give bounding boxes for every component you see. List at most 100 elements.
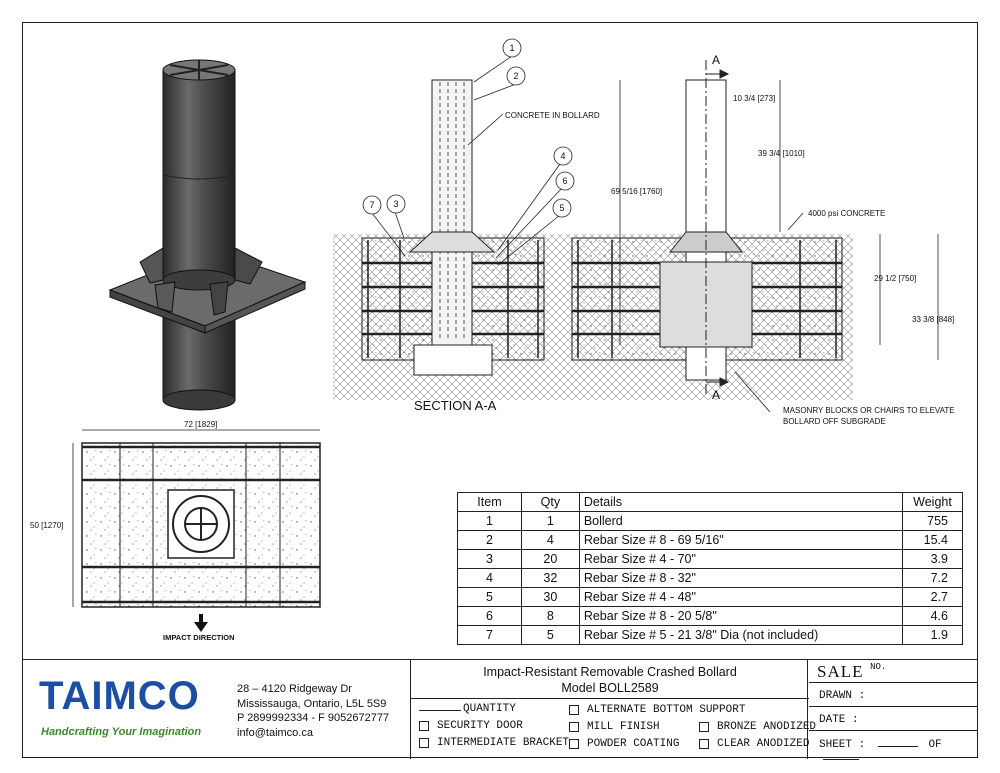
- col-qty: Qty: [520, 492, 580, 512]
- dim-depth-1: 29 1/2 [750]: [874, 274, 916, 283]
- section-view: [333, 60, 853, 400]
- cell-qty: 32: [520, 568, 580, 588]
- cell-qty: 8: [520, 606, 580, 626]
- balloon-3: 3: [393, 199, 398, 209]
- sale-label: SALE: [817, 662, 864, 681]
- cell-weight: 7.2: [902, 568, 963, 588]
- cell-item: 2: [457, 530, 522, 550]
- option-bronze-anodized[interactable]: BRONZE ANODIZED: [699, 721, 816, 733]
- date-field[interactable]: DATE :: [809, 707, 978, 731]
- cell-qty: 5: [520, 625, 580, 645]
- logo-tagline: Handcrafting Your Imagination: [41, 726, 201, 738]
- cell-details: Rebar Size # 4 - 70": [578, 549, 904, 569]
- option-intermediate-bracket[interactable]: INTERMEDIATE BRACKET: [419, 737, 569, 749]
- checkbox-icon[interactable]: [699, 722, 709, 732]
- option-security-door[interactable]: SECURITY DOOR: [419, 720, 523, 732]
- impact-direction-label: IMPACT DIRECTION: [163, 633, 235, 642]
- sheet-field[interactable]: SHEET : OF: [809, 731, 978, 760]
- table-row: 4 32 Rebar Size # 8 - 32" 7.2: [457, 568, 963, 588]
- checkbox-icon[interactable]: [569, 739, 579, 749]
- checkbox-icon[interactable]: [569, 705, 579, 715]
- checkbox-icon[interactable]: [699, 739, 709, 749]
- sale-no-label: NO.: [870, 662, 887, 672]
- parts-table-header: Item Qty Details Weight: [457, 492, 963, 512]
- sale-info-panel: SALE NO. DRAWN : DATE : SHEET : OF: [809, 660, 978, 760]
- cell-weight: 15.4: [902, 530, 963, 550]
- drawing-model: Model BOLL2589: [561, 681, 659, 695]
- email-link[interactable]: info@taimco.ca: [237, 726, 313, 739]
- cell-item: 6: [457, 606, 522, 626]
- label-concrete-in-bollard: CONCRETE IN BOLLARD: [505, 111, 600, 120]
- balloon-4: 4: [560, 151, 565, 161]
- plan-view: [81, 442, 321, 632]
- title-block: TAIMCO Handcrafting Your Imagination 28 …: [23, 659, 978, 760]
- dim-bollard-width: 10 3/4 [273]: [733, 94, 775, 103]
- col-item: Item: [457, 492, 522, 512]
- sale-number-field[interactable]: SALE NO.: [809, 660, 978, 683]
- checkbox-icon[interactable]: [569, 722, 579, 732]
- balloon-group: [362, 38, 575, 218]
- dim-plan-width: 72 [1829]: [184, 420, 217, 429]
- masonry-note-line2: BOLLARD OFF SUBGRADE: [783, 417, 886, 426]
- parts-table: Item Qty Details Weight 1 1 Bollerd 755 …: [457, 492, 963, 645]
- option-label: BRONZE ANODIZED: [717, 721, 817, 733]
- table-row: 6 8 Rebar Size # 8 - 20 5/8" 4.6: [457, 606, 963, 626]
- company-logo: TAIMCO Handcrafting Your Imagination: [23, 660, 223, 759]
- drawing-title: Impact-Resistant Removable Crashed Bolla…: [483, 665, 737, 679]
- section-label: SECTION A-A: [414, 398, 497, 413]
- cell-details: Rebar Size # 8 - 69 5/16": [578, 530, 904, 550]
- option-mill-finish[interactable]: MILL FINISH: [569, 721, 660, 733]
- table-row: 1 1 Bollerd 755: [457, 511, 963, 531]
- table-row: 7 5 Rebar Size # 5 - 21 3/8" Dia (not in…: [457, 625, 963, 645]
- cell-details: Rebar Size # 8 - 32": [578, 568, 904, 588]
- logo-text: TAIMCO: [39, 674, 200, 718]
- cell-item: 4: [457, 568, 522, 588]
- option-label: CLEAR ANODIZED: [717, 738, 810, 750]
- option-powder-coating[interactable]: POWDER COATING: [569, 738, 679, 750]
- company-address: 28 – 4120 Ridgeway Dr Mississauga, Ontar…: [237, 682, 389, 740]
- dim-depth-2: 33 3/8 [848]: [912, 315, 954, 324]
- balloon-5: 5: [559, 203, 564, 213]
- cell-details: Bollerd: [578, 511, 904, 531]
- table-row: 3 20 Rebar Size # 4 - 70" 3.9: [457, 549, 963, 569]
- cell-weight: 3.9: [902, 549, 963, 569]
- drawn-field[interactable]: DRAWN :: [809, 683, 978, 707]
- address-line2: Mississauga, Ontario, L5L 5S9: [237, 697, 387, 710]
- sheet-of-label: OF: [928, 739, 942, 751]
- label-concrete-psi: 4000 psi CONCRETE: [808, 209, 885, 218]
- checkbox-icon[interactable]: [419, 738, 429, 748]
- quantity-field[interactable]: QUANTITY: [419, 703, 516, 715]
- checkbox-icon[interactable]: [419, 721, 429, 731]
- cell-qty: 1: [520, 511, 580, 531]
- option-alternate-bottom-support[interactable]: ALTERNATE BOTTOM SUPPORT: [569, 704, 745, 716]
- cell-item: 1: [457, 511, 522, 531]
- option-label: MILL FINISH: [587, 721, 660, 733]
- dimension-lines: [72, 80, 939, 607]
- cell-qty: 20: [520, 549, 580, 569]
- cell-weight: 755: [902, 511, 963, 531]
- balloon-7: 7: [369, 200, 374, 210]
- masonry-note-line1: MASONRY BLOCKS OR CHAIRS TO ELEVATE: [783, 406, 955, 415]
- drawing-frame: [22, 22, 978, 758]
- balloon-1: 1: [509, 43, 514, 53]
- option-clear-anodized[interactable]: CLEAR ANODIZED: [699, 738, 809, 750]
- section-marker-bottom: A: [712, 388, 720, 402]
- dim-total-length: 69 5/16 [1760]: [611, 187, 662, 196]
- table-row: 2 4 Rebar Size # 8 - 69 5/16" 15.4: [457, 530, 963, 550]
- sheet-label: SHEET :: [819, 739, 866, 751]
- cell-weight: 4.6: [902, 606, 963, 626]
- cell-item: 5: [457, 587, 522, 607]
- dim-plan-height: 50 [1270]: [30, 521, 63, 530]
- arrow-up-icon: [194, 614, 208, 632]
- phone-fax: P 2899992334 - F 9052672777: [237, 712, 390, 724]
- col-details: Details: [578, 492, 904, 512]
- date-label: DATE :: [819, 714, 859, 726]
- cell-item: 7: [457, 625, 522, 645]
- cell-details: Rebar Size # 4 - 48": [578, 587, 904, 607]
- title-options-panel: Impact-Resistant Removable Crashed Bolla…: [410, 660, 816, 759]
- cell-details: Rebar Size # 8 - 20 5/8": [578, 606, 904, 626]
- quantity-label: QUANTITY: [463, 703, 516, 715]
- balloon-2: 2: [513, 71, 518, 81]
- bollard-iso-view: [108, 59, 307, 411]
